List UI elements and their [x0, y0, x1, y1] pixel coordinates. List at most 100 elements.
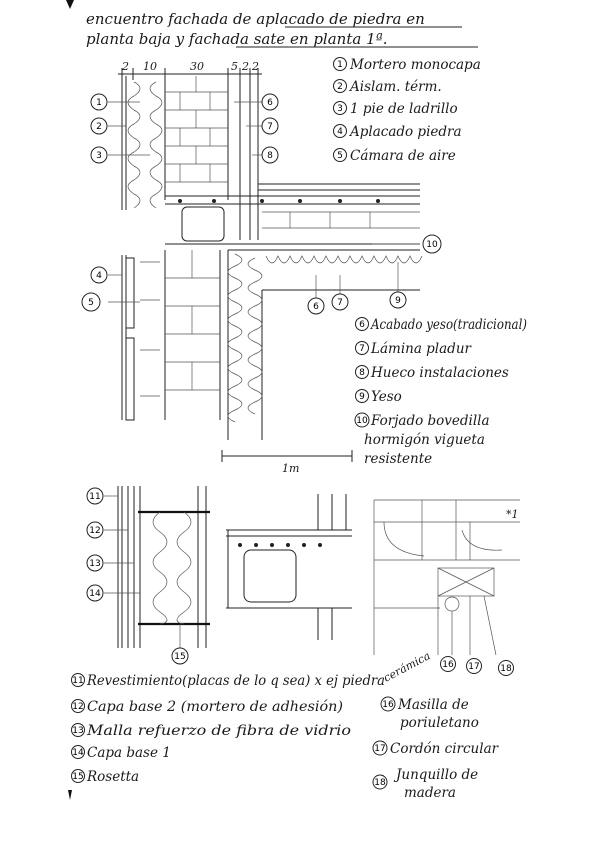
callout-13: 13 [86, 554, 104, 572]
legend-item-13: Malla refuerzo de fibra de vidrio [86, 723, 351, 739]
svg-text:4: 4 [337, 127, 343, 137]
svg-text:15: 15 [72, 772, 83, 782]
callout-12: 12 [86, 521, 104, 539]
svg-text:6: 6 [359, 320, 365, 330]
legend-item-17: Cordón circular [390, 741, 500, 757]
svg-text:8: 8 [267, 151, 273, 161]
legend-item-4: Aplacado piedra [348, 124, 462, 140]
callout-9: 9 [389, 291, 407, 309]
svg-text:6: 6 [267, 98, 273, 108]
svg-text:11: 11 [89, 492, 100, 502]
dimension-row: 2 10 30 5 2 2 [118, 60, 262, 80]
legend-item-15: Rosetta [86, 769, 139, 785]
legend-item-16: Masilla de [397, 697, 469, 713]
slab-section [165, 183, 420, 245]
legend-top: 1 Mortero monocapa 2 Aislam. térm. 3 1 p… [333, 57, 481, 164]
dim-2: 2 [121, 60, 129, 73]
legend-item-11: Revestimiento(placas de lo q sea) x ej p… [86, 673, 385, 689]
legend-item-10-line3: resistente [364, 451, 432, 467]
legend-item-10-line2: hormigón vigueta [364, 432, 485, 448]
upper-wall-section [121, 76, 259, 240]
svg-text:7: 7 [267, 122, 273, 132]
bottom-corner-mark [68, 790, 72, 800]
legend-item-5: Cámara de aire [350, 148, 456, 164]
title-line-1: encuentro fachada de aplacado de piedra … [86, 10, 425, 28]
callout-4: 4 [90, 266, 108, 284]
svg-text:1: 1 [96, 98, 102, 108]
svg-text:7: 7 [337, 298, 343, 308]
svg-text:3: 3 [337, 104, 343, 114]
svg-text:10: 10 [426, 240, 438, 250]
legend-item-6: Acabado yeso(tradicional) [369, 317, 527, 333]
legend-mid: 6 Acabado yeso(tradicional) 7 Lámina pla… [354, 317, 527, 467]
scale-label: 1m [282, 462, 299, 475]
svg-text:9: 9 [359, 392, 365, 402]
svg-text:6: 6 [313, 302, 319, 312]
legend-item-14: Capa base 1 [87, 745, 171, 761]
callout-2: 2 [90, 117, 108, 135]
legend-item-8: Hueco instalaciones [370, 365, 509, 381]
corner-mark [66, 0, 74, 9]
legend-item-12: Capa base 2 (mortero de adhesión) [87, 699, 343, 715]
svg-text:15: 15 [174, 652, 185, 662]
legend-item-9: Yeso [371, 389, 402, 405]
title-line-2: planta baja y fachada sate en planta 1ª. [86, 30, 388, 48]
leader-lines-top [108, 101, 420, 303]
svg-text:14: 14 [72, 748, 84, 758]
svg-text:12: 12 [89, 526, 100, 536]
legend-item-1: Mortero monocapa [349, 57, 481, 73]
svg-text:1: 1 [337, 60, 343, 70]
svg-text:8: 8 [359, 368, 365, 378]
callout-18: 18 [498, 660, 514, 676]
svg-text:2: 2 [337, 82, 343, 92]
legend-item-16-cont: poriuletano [400, 715, 479, 731]
slab-detail [226, 494, 352, 640]
callout-5: 5 [81, 292, 101, 312]
svg-text:14: 14 [89, 589, 101, 599]
svg-text:17: 17 [468, 662, 479, 672]
svg-text:4: 4 [96, 271, 102, 281]
legend-item-7: Lámina pladur [370, 341, 473, 357]
dim-30: 30 [190, 60, 204, 73]
callout-6b: 6 [307, 297, 325, 315]
svg-text:11: 11 [72, 676, 83, 686]
dim-2b: 2 [241, 60, 249, 73]
legend-bottom-right: 16 Masilla de poriuletano 17 Cordón circ… [372, 696, 500, 801]
lower-wall-section [121, 249, 423, 440]
leader-lines-sate [104, 495, 140, 594]
legend-item-18: Junquillo de [393, 767, 478, 783]
dim-2c: 2 [251, 60, 259, 73]
callout-7b: 7 [331, 293, 349, 311]
svg-text:5: 5 [337, 151, 343, 161]
svg-text:3: 3 [96, 151, 102, 161]
svg-text:10: 10 [356, 416, 368, 426]
legend-item-11-extra: cerámica [381, 649, 432, 684]
small-mark: *1 [506, 508, 519, 521]
svg-text:12: 12 [72, 702, 83, 712]
callout-15: 15 [171, 647, 189, 665]
callout-6: 6 [261, 93, 279, 111]
callout-16: 16 [440, 656, 456, 672]
callout-8: 8 [261, 146, 279, 164]
dim-10: 10 [143, 60, 157, 73]
callout-10: 10 [422, 234, 442, 254]
legend-item-10: Forjado bovedilla [370, 413, 490, 429]
svg-text:9: 9 [395, 296, 401, 306]
svg-text:13: 13 [89, 559, 100, 569]
svg-text:18: 18 [374, 778, 386, 788]
callout-1: 1 [90, 93, 108, 111]
callout-17: 17 [466, 658, 482, 674]
scale-bar: 1m [221, 450, 353, 475]
svg-text:13: 13 [72, 726, 83, 736]
callout-7: 7 [261, 117, 279, 135]
svg-text:18: 18 [500, 664, 512, 674]
sate-detail [117, 486, 210, 648]
dim-5: 5 [231, 60, 238, 73]
callout-3: 3 [90, 146, 108, 164]
svg-text:2: 2 [96, 122, 102, 132]
legend-item-3: 1 pie de ladrillo [350, 101, 458, 117]
legend-item-18-cont: madera [404, 785, 456, 801]
svg-text:16: 16 [442, 660, 454, 670]
legend-bottom-left: 11 Revestimiento(placas de lo q sea) x e… [71, 649, 433, 785]
